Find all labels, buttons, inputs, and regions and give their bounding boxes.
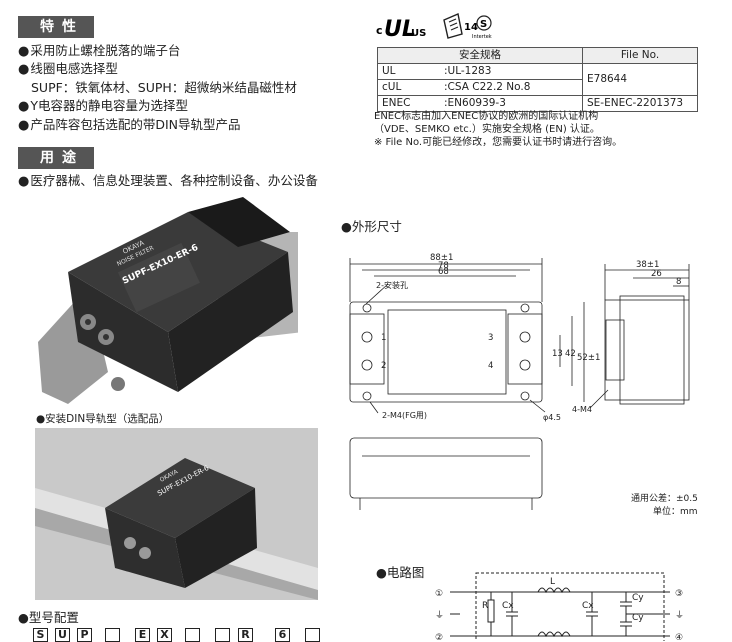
- usage-header: 用途: [18, 147, 94, 169]
- dim-88: 88±1: [430, 253, 453, 263]
- r-label: R: [482, 601, 488, 611]
- product-photo: OKAYA NOISE FILTER SUPF-EX10-ER-6: [38, 197, 298, 404]
- dim-m4fg: 2-M4(FG用): [382, 411, 427, 420]
- svg-text:14: 14: [464, 22, 478, 33]
- feature-item: ●产品阵容包括选配的带DIN导轨型产品: [18, 117, 241, 133]
- usage-title: 用途: [40, 150, 84, 166]
- dimensions-title: ●外形尺寸: [341, 219, 402, 234]
- us-mark: US: [411, 28, 426, 39]
- terminal-3-label: ③: [675, 589, 683, 599]
- model-code-box: U: [55, 628, 70, 642]
- model-code-box: 6: [275, 628, 290, 642]
- dim-42: 42: [565, 349, 576, 359]
- model-code-box: [215, 628, 230, 642]
- model-code-box: [305, 628, 320, 642]
- enec-logo-icon: 14: [443, 13, 478, 39]
- cert-note: （VDE、SEMKO etc.）实施安全规格 (EN) 认证。: [374, 124, 600, 135]
- terminal-1-label: ①: [435, 589, 443, 599]
- feature-item: ●采用防止螺栓脱落的端子台: [18, 43, 181, 59]
- ground-icon: ⏚: [435, 610, 444, 621]
- model-code-box: E: [135, 628, 150, 642]
- dim-m4: 4-M4: [572, 405, 592, 414]
- table-row: cUL :CSA C22.2 No.8: [377, 79, 698, 96]
- c-mark: c: [376, 24, 383, 37]
- ul-logo-icon: UL: [384, 17, 416, 40]
- usage-text: ●医疗器械、信息处理装置、各种控制设备、办公设备: [18, 173, 318, 189]
- cx-label: Cx: [582, 601, 594, 611]
- features-header: 特性: [18, 16, 94, 38]
- circuit-diagram: ① ⏚ ② ③ ⏚ ④ R Cx L Cx Cy Cy: [435, 572, 684, 641]
- cert-note: ENEC标志由加入ENEC协议的欧洲的国际认证机构: [374, 111, 599, 122]
- model-code-box: P: [77, 628, 92, 642]
- ground-icon: ⏚: [675, 610, 684, 621]
- svg-text:Intertek: Intertek: [472, 34, 492, 40]
- dim-8: 8: [676, 277, 681, 287]
- tolerance-note: 通用公差：±0.5: [631, 494, 698, 504]
- feature-item: SUPF：铁氧体材、SUPH：超微纳米结晶磁性材: [31, 80, 297, 95]
- terminal-2-label: ②: [435, 633, 443, 641]
- circuit-title: ●电路图: [376, 565, 425, 580]
- unit-note: 单位：mm: [653, 507, 698, 517]
- model-code-box: R: [238, 628, 253, 642]
- cy-label: Cy: [632, 593, 644, 603]
- terminal-2: 2: [381, 361, 386, 371]
- terminal-1: 1: [381, 333, 386, 343]
- dim-52: 52±1: [577, 353, 600, 363]
- cy-label: Cy: [632, 613, 644, 623]
- cert-header-standard: 安全规格: [377, 47, 583, 64]
- table-row: UL :UL-1283 E78644: [377, 63, 698, 96]
- cx-label: Cx: [502, 601, 514, 611]
- svg-text:S: S: [480, 19, 487, 30]
- model-code-box: S: [33, 628, 48, 642]
- feature-item: ●线圈电感选择型: [18, 61, 118, 77]
- cert-header-file: File No.: [582, 47, 698, 64]
- din-photo: OKAYA SUPF-EX10-ER-6: [35, 428, 318, 600]
- dim-68: 68: [438, 267, 449, 277]
- dim-26: 26: [651, 269, 662, 279]
- table-row: ENEC :EN60939-3 SE-ENEC-2201373: [377, 95, 698, 112]
- dim-78: 78: [438, 261, 449, 271]
- feature-item: ●Y电容器的静电容量为选择型: [18, 98, 188, 114]
- features-title: 特性: [40, 19, 84, 35]
- din-caption: ●安装DIN导轨型（选配品）: [36, 413, 170, 425]
- cert-note: ※ File No.可能已经修改，您需要认证书时请进行咨询。: [374, 137, 623, 148]
- dim-38: 38±1: [636, 260, 659, 270]
- model-code-box: X: [157, 628, 172, 642]
- model-code-box: [105, 628, 120, 642]
- model-config-title: ●型号配置: [18, 610, 79, 625]
- terminal-4-label: ④: [675, 633, 683, 641]
- svg-text:UL: UL: [384, 17, 416, 40]
- cert-marks: c UL US 14 S Intertek: [376, 13, 492, 40]
- terminal-3: 3: [488, 333, 493, 343]
- l-label: L: [550, 577, 555, 587]
- terminal-4: 4: [488, 361, 493, 371]
- intertek-logo-icon: S Intertek: [472, 15, 492, 40]
- model-code-box: [185, 628, 200, 642]
- cert-table: 安全规格 File No. UL :UL-1283 E78644 cUL :CS…: [377, 47, 698, 112]
- dim-holes: 2-安装孔: [376, 280, 408, 290]
- dim-phi: φ4.5: [543, 413, 561, 422]
- dimension-drawing: 88±1 78 68 2-安装孔 1 2 3 4 13 42 52±1 2-M4…: [349, 253, 690, 510]
- dim-13: 13: [552, 349, 563, 359]
